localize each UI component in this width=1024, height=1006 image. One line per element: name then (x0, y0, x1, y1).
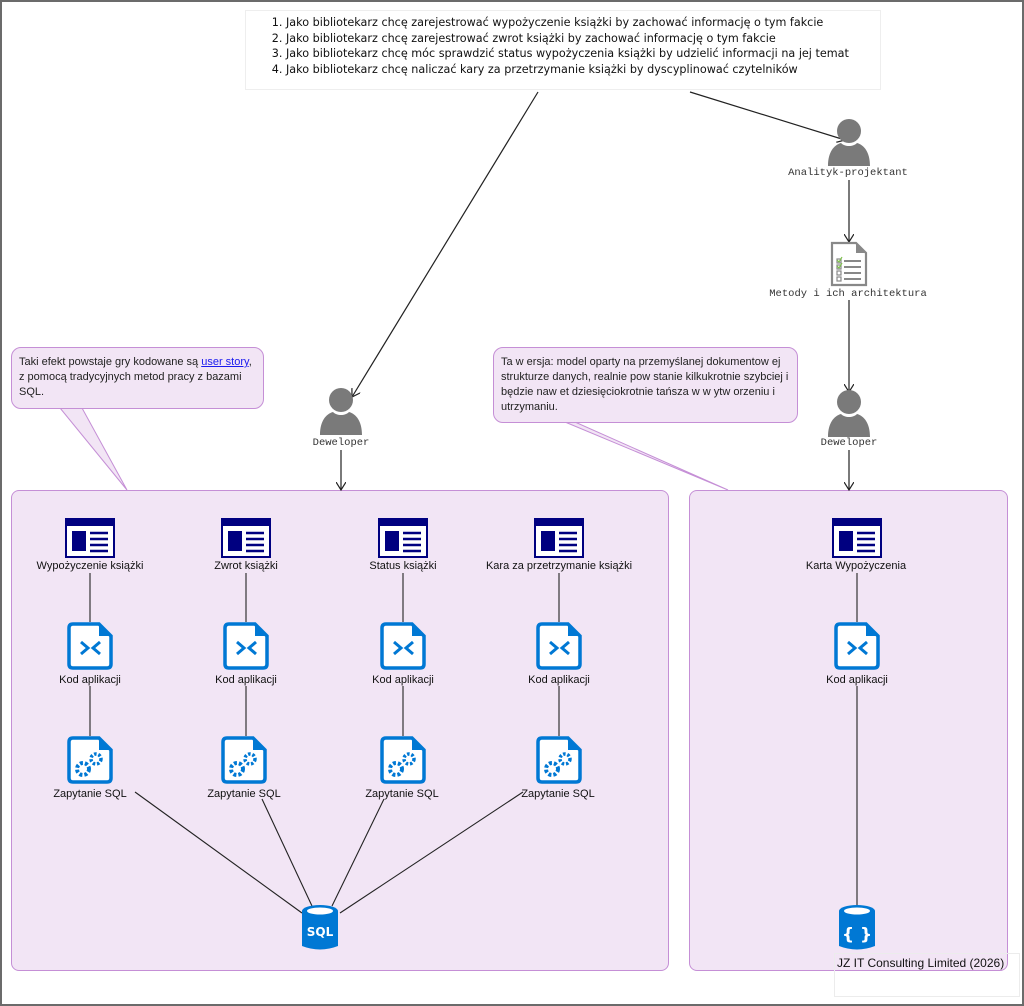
form-icon (534, 518, 584, 558)
arrow-stories-to-analyst (689, 91, 845, 140)
analyst-label: Analityk-projektant (788, 167, 908, 179)
arrow-stories-to-developer (352, 91, 539, 397)
left-callout: Taki efekt powstaje gry kodowane są user… (11, 347, 264, 409)
query-label: Zapytanie SQL (365, 788, 439, 800)
user-story-item: Jako bibliotekarz chcę naliczać kary za … (286, 62, 880, 78)
gear-file-icon (536, 736, 582, 784)
developer-right-label: Deweloper (820, 437, 878, 449)
document-database-icon: { } (839, 905, 875, 950)
gear-file-icon (67, 736, 113, 784)
right-callout: Ta w ersja: model oparty na przemyślanej… (493, 347, 798, 423)
sql-db-label: SQL (307, 925, 334, 939)
code-label: Kod aplikacji (528, 674, 590, 686)
user-stories-list: Jako bibliotekarz chcę zarejestrować wyp… (246, 11, 880, 77)
code-label: Kod aplikacji (59, 674, 121, 686)
right-callout-text: Ta w ersja: model oparty na przemyślanej… (501, 356, 789, 413)
user-story-item: Jako bibliotekarz chcę zarejestrować zwr… (286, 31, 880, 47)
query-label: Zapytanie SQL (53, 788, 127, 800)
code-label: Kod aplikacji (215, 674, 277, 686)
code-file-icon (380, 622, 426, 670)
form-icon (221, 518, 271, 558)
form-label: Zwrot książki (214, 560, 278, 572)
person-icon (320, 388, 362, 435)
left-callout-text-before: Taki efekt powstaje gry kodowane są (19, 356, 202, 368)
query-label: Zapytanie SQL (521, 788, 595, 800)
code-file-icon (536, 622, 582, 670)
form-label: Kara za przetrzymanie książki (485, 560, 633, 572)
form-label: Karta Wypożyczenia (805, 560, 907, 572)
code-label: Kod aplikacji (826, 674, 888, 686)
document-db-glyph: { } (842, 925, 872, 945)
right-callout-tail (564, 421, 729, 491)
user-story-item: Jako bibliotekarz chcę móc sprawdzić sta… (286, 46, 880, 62)
copyright-footer: JZ IT Consulting Limited (2026) (834, 953, 1020, 997)
right-group-container (689, 490, 1008, 971)
gear-file-icon (380, 736, 426, 784)
query-label: Zapytanie SQL (207, 788, 281, 800)
person-icon (828, 390, 870, 437)
sql-database-icon: SQL (302, 905, 338, 950)
gear-file-icon (221, 736, 267, 784)
user-story-item: Jako bibliotekarz chcę zarejestrować wyp… (286, 15, 880, 31)
user-story-link[interactable]: user story (201, 356, 249, 368)
left-callout-tail (58, 407, 128, 491)
left-callout-text-after: , z pomocą tradycyjnych metod pracy z ba… (19, 356, 252, 398)
user-stories-box: Jako bibliotekarz chcę zarejestrować wyp… (245, 10, 881, 90)
form-icon (65, 518, 115, 558)
developer-left-label: Deweloper (312, 437, 370, 449)
code-label: Kod aplikacji (372, 674, 434, 686)
checklist-document-icon (830, 241, 868, 287)
code-file-icon (67, 622, 113, 670)
form-label: Status książki (369, 560, 437, 572)
form-icon (832, 518, 882, 558)
methods-label: Metody i ich architektura (769, 288, 927, 300)
person-icon (828, 119, 870, 166)
code-file-icon (223, 622, 269, 670)
form-label: Wypożyczenie książki (36, 560, 144, 572)
code-file-icon (834, 622, 880, 670)
form-icon (378, 518, 428, 558)
